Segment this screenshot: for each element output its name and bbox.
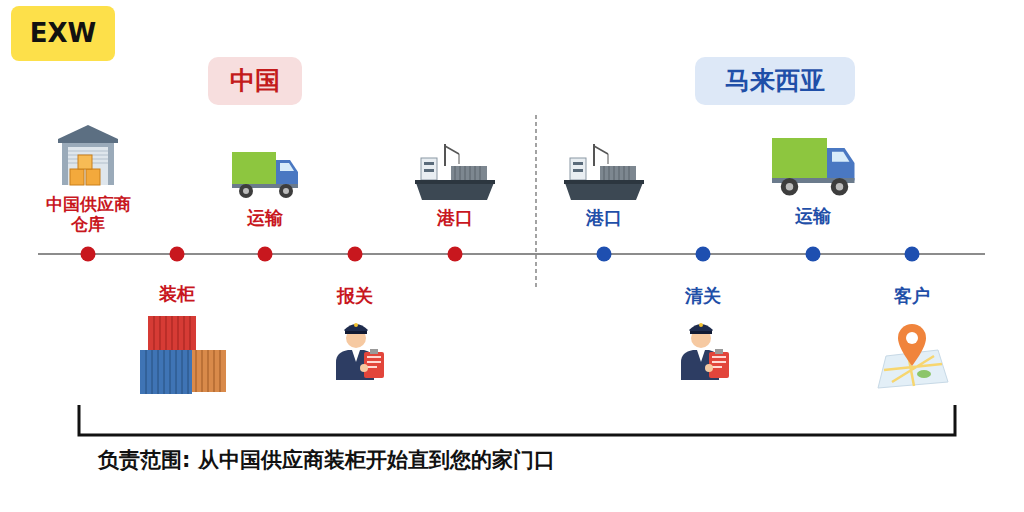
badge: EXW	[11, 6, 115, 61]
timeline-dots	[696, 247, 711, 262]
ship-icon	[564, 144, 644, 200]
step-label: 客户	[894, 285, 930, 307]
country-pill: 中国	[208, 57, 302, 105]
node-label: 马来西亚	[725, 67, 825, 95]
step-label: 装柜	[159, 283, 195, 305]
container-icon	[140, 350, 192, 394]
warehouse-icon	[70, 169, 84, 185]
timeline-dots	[905, 247, 920, 262]
container-icon	[146, 350, 188, 394]
map-pin-icon	[898, 324, 926, 366]
warehouse-icon	[86, 169, 100, 185]
scope-bracket	[79, 405, 955, 435]
step-label: 运输	[795, 205, 831, 227]
step-label: 清关	[685, 285, 721, 307]
map-pin-icon	[878, 324, 948, 388]
timeline-dots	[448, 247, 463, 262]
container-icon	[154, 316, 190, 350]
container-icon	[148, 316, 196, 350]
container-icon	[190, 350, 226, 392]
customs-officer-icon	[336, 323, 384, 380]
step-label: 港口	[586, 207, 622, 229]
container-icon	[196, 350, 220, 392]
timeline-dots	[81, 247, 96, 262]
truck-icon	[232, 152, 298, 198]
node-label: 中国	[230, 67, 280, 95]
warehouse-icon	[58, 125, 118, 185]
step-label: 运输	[247, 207, 283, 229]
warehouse-icon	[68, 147, 108, 185]
map-pin-icon	[917, 370, 931, 378]
timeline-dots	[806, 247, 821, 262]
timeline-dots	[348, 247, 363, 262]
timeline-dots	[258, 247, 273, 262]
warehouse-icon	[78, 155, 92, 169]
border-divider	[535, 115, 536, 288]
timeline-dots	[81, 247, 920, 262]
ship-icon	[415, 144, 495, 200]
scope-note: 负责范围: 从中国供应商装柜开始直到您的家门口	[98, 448, 555, 473]
warehouse-icon	[62, 143, 114, 185]
customs-officer-icon	[681, 323, 729, 380]
step-label: 中国供应商 仓库	[41, 194, 135, 235]
container-icon	[140, 316, 226, 394]
country-pill: 马来西亚	[695, 57, 855, 105]
timeline-dots	[170, 247, 185, 262]
step-label: 港口	[437, 207, 473, 229]
truck-icon	[772, 138, 855, 196]
timeline-dots	[597, 247, 612, 262]
warehouse-icon	[58, 125, 118, 143]
node-label: EXW	[30, 19, 97, 48]
map-pin-icon	[906, 332, 918, 344]
step-label: 报关	[337, 285, 373, 307]
